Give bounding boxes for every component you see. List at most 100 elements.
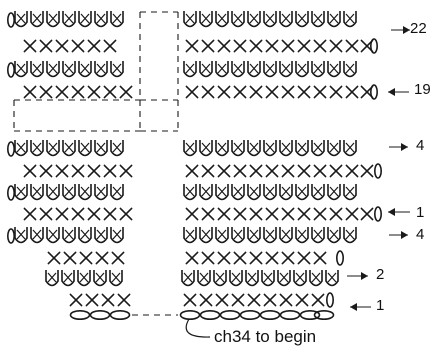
double-crochet-stitch: [231, 227, 245, 244]
double-crochet-cross: [64, 229, 74, 240]
single-crochet-stitch: [95, 251, 109, 265]
single-crochet-stitch: [215, 293, 229, 307]
arrowhead: [350, 303, 357, 311]
double-crochet-cross: [281, 142, 291, 153]
double-crochet-stitch: [263, 227, 277, 244]
double-crochet-stitch: [215, 184, 229, 201]
single-crochet-stitch: [103, 39, 117, 53]
row-label-19: 19: [414, 81, 431, 98]
single-crochet-stitch: [313, 164, 327, 178]
double-crochet-stitch: [110, 61, 124, 78]
single-crochet-stitch: [39, 164, 53, 178]
double-crochet-stitch: [231, 11, 245, 28]
single-crochet-stitch: [231, 293, 245, 307]
turning-chain: [7, 141, 16, 157]
double-crochet-cross: [263, 272, 273, 283]
double-crochet-stitch: [14, 11, 28, 28]
double-crochet-cross: [313, 13, 323, 24]
single-crochet-stitch: [119, 85, 133, 99]
double-crochet-cross: [249, 186, 259, 197]
row-label-22: 22: [410, 20, 427, 37]
single-crochet-stitch: [201, 207, 215, 221]
row-label-4-top: 4: [416, 137, 424, 154]
single-crochet-stitch: [87, 39, 101, 53]
double-crochet-cross: [329, 142, 339, 153]
chain-stitch: [89, 309, 111, 320]
double-crochet-cross: [201, 142, 211, 153]
double-crochet-cross: [215, 272, 225, 283]
double-crochet-cross: [201, 186, 211, 197]
double-crochet-stitch: [61, 270, 75, 287]
turning-chain: [7, 62, 16, 78]
double-crochet-cross: [47, 272, 57, 283]
single-crochet-stitch: [345, 207, 359, 221]
single-crochet-stitch: [249, 39, 263, 53]
chain-stitch: [313, 309, 335, 320]
double-crochet-cross: [297, 229, 307, 240]
double-crochet-stitch: [110, 11, 124, 28]
double-crochet-cross: [111, 272, 121, 283]
double-crochet-stitch: [215, 227, 229, 244]
double-crochet-stitch: [77, 270, 91, 287]
single-crochet-stitch: [279, 293, 293, 307]
single-crochet-stitch: [71, 39, 85, 53]
double-crochet-cross: [247, 272, 257, 283]
row-label-1-mid: 1: [416, 204, 424, 221]
stitch-marks: [7, 11, 410, 338]
double-crochet-cross: [313, 63, 323, 74]
double-crochet-cross: [185, 186, 195, 197]
double-crochet-stitch: [30, 61, 44, 78]
double-crochet-cross: [79, 272, 89, 283]
single-crochet-stitch: [199, 293, 213, 307]
double-crochet-stitch: [94, 140, 108, 157]
double-crochet-cross: [281, 13, 291, 24]
double-crochet-stitch: [279, 184, 293, 201]
single-crochet-stitch: [63, 251, 77, 265]
single-crochet-stitch: [201, 39, 215, 53]
double-crochet-stitch: [279, 227, 293, 244]
arrowhead: [361, 272, 368, 280]
double-crochet-cross: [96, 142, 106, 153]
double-crochet-cross: [329, 229, 339, 240]
single-crochet-stitch: [265, 85, 279, 99]
double-crochet-stitch: [14, 140, 28, 157]
double-crochet-cross: [345, 229, 355, 240]
double-crochet-cross: [249, 13, 259, 24]
single-crochet-stitch: [39, 39, 53, 53]
turning-chain: [7, 228, 16, 244]
double-crochet-cross: [233, 63, 243, 74]
single-crochet-stitch: [201, 251, 215, 265]
single-crochet-stitch: [183, 293, 197, 307]
turning-chain: [335, 250, 344, 266]
double-crochet-cross: [265, 229, 275, 240]
double-crochet-cross: [265, 63, 275, 74]
double-crochet-stitch: [231, 184, 245, 201]
chain-stitch: [109, 309, 131, 320]
double-crochet-stitch: [247, 184, 261, 201]
double-crochet-stitch: [199, 184, 213, 201]
double-crochet-stitch: [279, 11, 293, 28]
double-crochet-cross: [329, 63, 339, 74]
double-crochet-stitch: [295, 184, 309, 201]
single-crochet-stitch: [185, 251, 199, 265]
double-crochet-cross: [345, 13, 355, 24]
double-crochet-stitch: [62, 11, 76, 28]
double-crochet-stitch: [78, 61, 92, 78]
double-crochet-stitch: [109, 270, 123, 287]
single-crochet-stitch: [39, 85, 53, 99]
double-crochet-cross: [295, 272, 305, 283]
double-crochet-cross: [96, 63, 106, 74]
double-crochet-stitch: [263, 61, 277, 78]
single-crochet-stitch: [360, 207, 374, 221]
double-crochet-stitch: [46, 184, 60, 201]
double-crochet-stitch: [311, 61, 325, 78]
single-crochet-stitch: [295, 293, 309, 307]
row-label-2: 2: [376, 266, 384, 283]
chain-stitch: [219, 309, 241, 320]
double-crochet-cross: [281, 229, 291, 240]
single-crochet-stitch: [265, 207, 279, 221]
double-crochet-cross: [48, 13, 58, 24]
single-crochet-stitch: [233, 39, 247, 53]
single-crochet-stitch: [233, 207, 247, 221]
single-crochet-stitch: [185, 207, 199, 221]
